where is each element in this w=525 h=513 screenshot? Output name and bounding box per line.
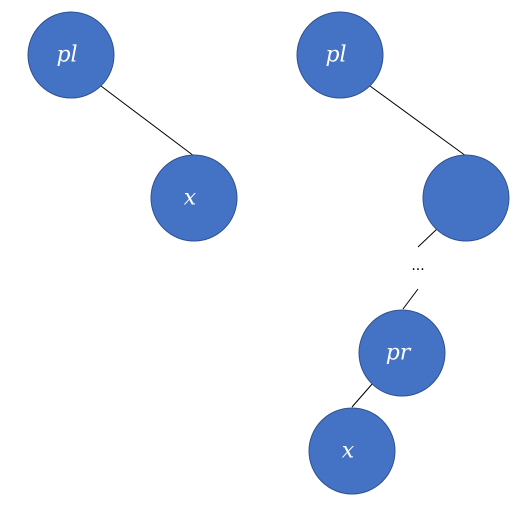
- right-node-pr: pr: [358, 309, 446, 397]
- right-node-pl-label: pl: [325, 43, 346, 68]
- left-node-x: x: [150, 154, 238, 242]
- right-node-x: x: [308, 407, 396, 495]
- left-node-x-label: x: [184, 186, 197, 211]
- edge-ellipsis-to-pr: [402, 288, 419, 310]
- right-node-pr-label: pr: [386, 341, 412, 366]
- right-node-unlabeled: [422, 154, 510, 242]
- edge-pl-to-unlabeled: [369, 85, 467, 157]
- edge-pl-to-x-left: [100, 85, 195, 157]
- left-node-pl-label: pl: [56, 43, 77, 68]
- ellipsis-text: ...: [411, 258, 424, 274]
- right-node-unlabeled-circle: [422, 154, 510, 242]
- edge-pr-to-x: [351, 382, 374, 408]
- left-tree: pl x: [27, 11, 238, 242]
- left-node-pl-circle: [27, 11, 115, 99]
- right-node-pl-circle: [296, 11, 384, 99]
- right-node-x-circle: [308, 407, 396, 495]
- edge-unlabeled-to-ellipsis: [417, 227, 439, 248]
- right-node-pr-circle: [358, 309, 446, 397]
- right-node-x-label: x: [342, 439, 355, 464]
- left-node-x-circle: [150, 154, 238, 242]
- right-node-pl: pl: [296, 11, 384, 99]
- left-node-pl: pl: [27, 11, 115, 99]
- right-tree: pl ... pr x: [296, 11, 510, 495]
